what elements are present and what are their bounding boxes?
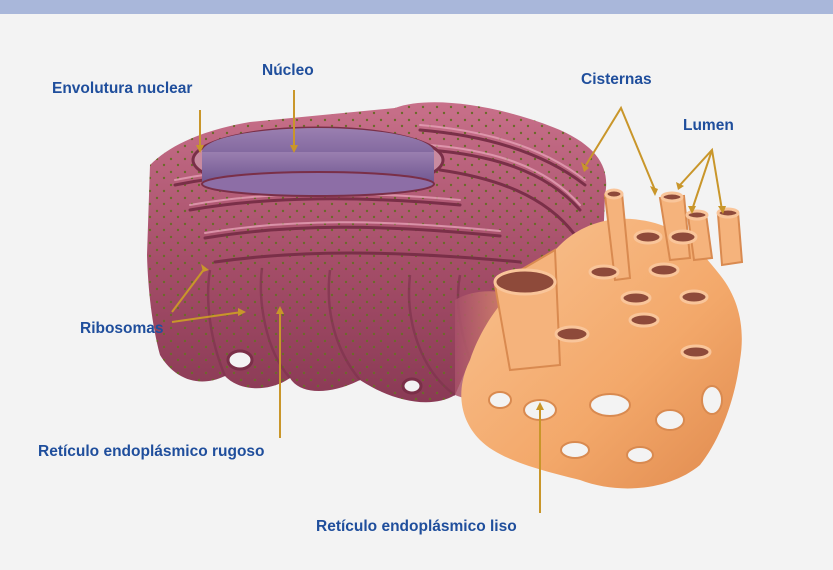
label-ser: Retículo endoplásmico liso — [316, 518, 517, 536]
label-envoltura-nuclear: Envolutura nuclear — [52, 80, 192, 98]
label-nucleo: Núcleo — [262, 62, 314, 80]
label-rer: Retículo endoplásmico rugoso — [38, 443, 265, 461]
pointer-lumen-b — [692, 150, 712, 210]
label-cisternas: Cisternas — [581, 71, 652, 89]
nucleus — [193, 128, 443, 196]
label-ribosomas: Ribosomas — [80, 320, 164, 338]
label-lumen: Lumen — [683, 117, 734, 135]
